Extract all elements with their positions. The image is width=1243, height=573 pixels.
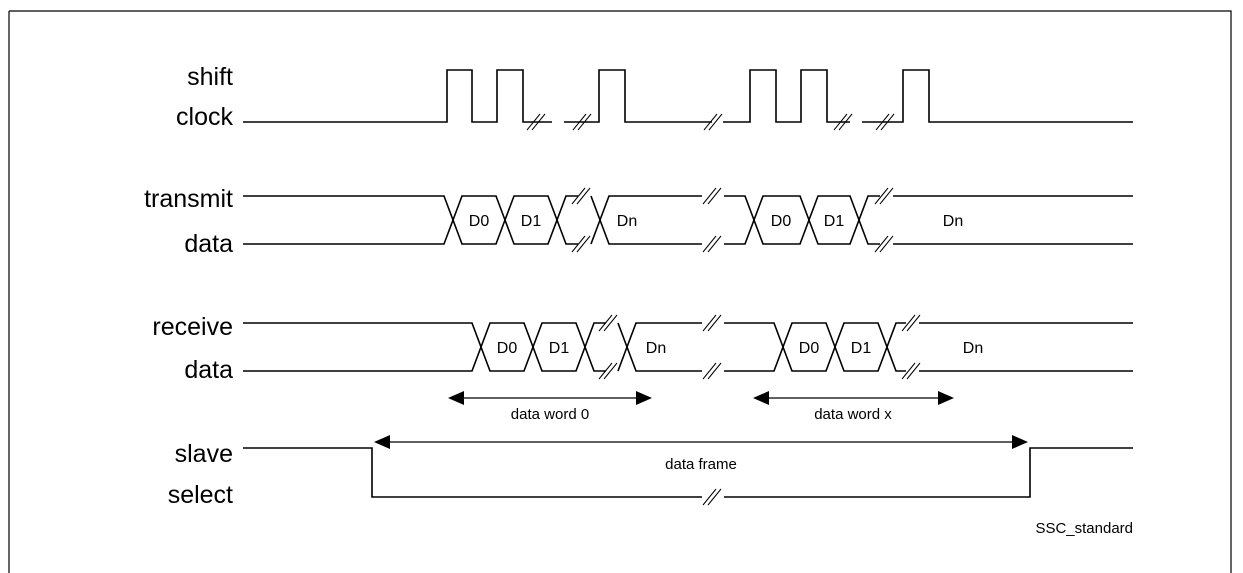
data-word-0-label: data word 0 xyxy=(511,406,589,423)
data-frame-label: data frame xyxy=(665,456,737,473)
break-icon xyxy=(901,362,921,380)
break-icon xyxy=(703,113,723,131)
break-icon xyxy=(702,187,722,205)
receive-cell-dn: Dn xyxy=(963,340,983,357)
figure-frame xyxy=(8,10,1232,573)
receive-data-label-line2: data xyxy=(184,356,233,384)
transmit-cell-d1: D1 xyxy=(824,213,845,230)
break-icon xyxy=(874,235,894,253)
receive-cell-d1: D1 xyxy=(549,340,570,357)
shift-clock-label-line2: clock xyxy=(176,103,233,131)
receive-cell-dn: Dn xyxy=(646,340,666,357)
receive-data-waveform xyxy=(243,313,1133,381)
shift-clock-waveform xyxy=(243,69,1133,131)
break-icon xyxy=(572,113,592,131)
break-icon xyxy=(833,113,853,131)
break-icon xyxy=(875,113,895,131)
receive-data-label-line1: receive xyxy=(152,313,233,341)
transmit-data-label-line2: data xyxy=(184,230,233,258)
data-word-x-arrow xyxy=(753,391,954,405)
break-icon xyxy=(702,488,722,506)
transmit-cell-dn: Dn xyxy=(943,213,963,230)
break-icon xyxy=(598,362,618,380)
break-icon xyxy=(874,187,894,205)
receive-cell-d0: D0 xyxy=(799,340,820,357)
transmit-cell-d0: D0 xyxy=(771,213,792,230)
transmit-cell-dn: Dn xyxy=(617,213,637,230)
figure-caption: SSC_standard xyxy=(1035,520,1133,537)
data-word-x-label: data word x xyxy=(814,406,892,423)
transmit-data-label-line1: transmit xyxy=(144,185,233,213)
break-icon xyxy=(571,187,591,205)
data-word-0-arrow xyxy=(448,391,652,405)
receive-cell-d0: D0 xyxy=(497,340,518,357)
slave-select-label-line1: slave xyxy=(175,440,233,468)
transmit-cell-d1: D1 xyxy=(521,213,542,230)
transmit-data-waveform xyxy=(243,186,1133,254)
break-icon xyxy=(702,362,722,380)
slave-select-label-line2: select xyxy=(168,481,233,509)
break-icon xyxy=(526,113,546,131)
data-frame-arrow xyxy=(374,435,1028,449)
break-icon xyxy=(702,235,722,253)
break-icon xyxy=(702,314,722,332)
receive-cell-d1: D1 xyxy=(851,340,872,357)
transmit-cell-d0: D0 xyxy=(469,213,490,230)
break-icon xyxy=(901,314,921,332)
break-icon xyxy=(571,235,591,253)
slave-select-waveform xyxy=(243,447,1133,507)
shift-clock-label-line1: shift xyxy=(187,63,233,91)
break-icon xyxy=(598,314,618,332)
